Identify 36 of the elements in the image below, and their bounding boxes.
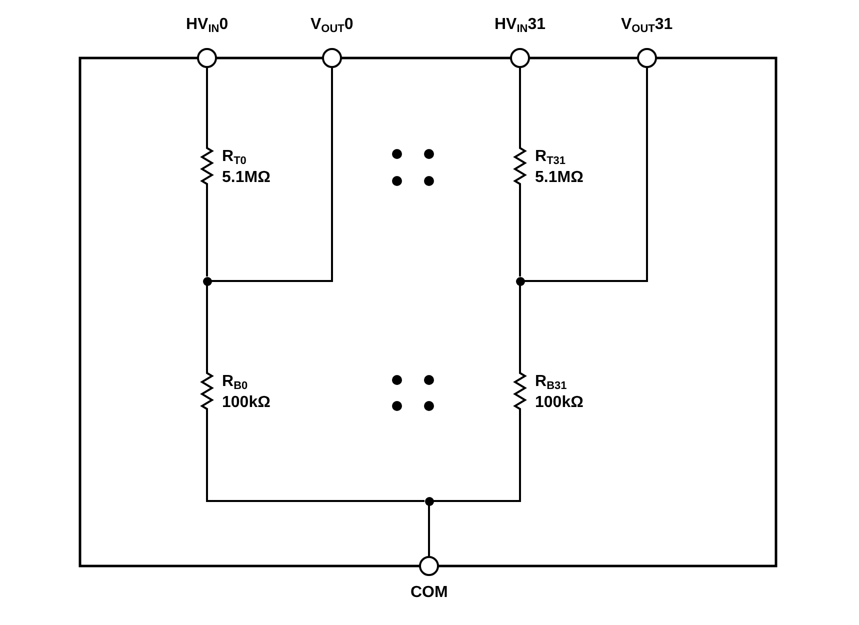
junction-dot [516, 276, 524, 286]
wire [206, 286, 208, 370]
value-label: 5.1MΩ [535, 169, 584, 187]
pin-label: HV$_{IN}$31 [494, 16, 546, 34]
pin-label: V$_{OUT}$0 [310, 16, 354, 34]
wire [212, 68, 333, 282]
wire [524, 68, 648, 282]
pin-terminal [637, 48, 657, 68]
pin-terminal [510, 48, 530, 68]
pin-terminal [322, 48, 342, 68]
pin-label: V$_{OUT}$31 [621, 16, 673, 34]
wire [519, 286, 521, 370]
component-label: R$_{B0}$ [222, 373, 248, 391]
junction-dot [202, 276, 212, 286]
wire [206, 412, 424, 502]
resistor-symbol [200, 370, 214, 412]
component-label: R$_{T31}$ [535, 148, 566, 166]
wire [519, 68, 521, 145]
value-label: 100kΩ [222, 394, 270, 412]
wire [434, 412, 521, 502]
wire [428, 506, 430, 556]
value-label: 100kΩ [535, 394, 584, 412]
pin-label: COM [410, 584, 448, 602]
resistor-symbol [200, 145, 214, 187]
value-label: 5.1MΩ [222, 169, 270, 187]
wire [519, 187, 521, 276]
wire [206, 187, 208, 276]
wire [206, 68, 208, 145]
component-label: R$_{T0}$ [222, 148, 246, 166]
junction-dot [424, 496, 434, 506]
resistor-symbol [513, 145, 527, 187]
component-label: R$_{B31}$ [535, 373, 567, 391]
pin-terminal [197, 48, 217, 68]
resistor-symbol [513, 370, 527, 412]
pin-terminal [419, 556, 439, 576]
pin-label: HV$_{IN}$0 [186, 16, 228, 34]
